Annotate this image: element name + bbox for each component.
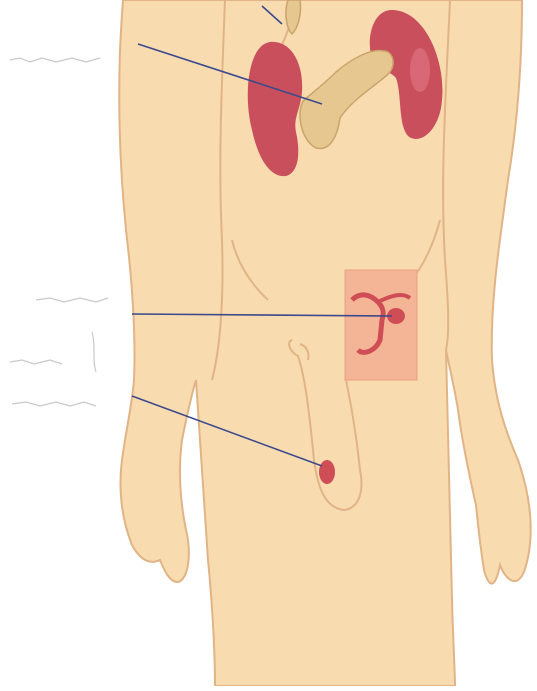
faint-label-mark-pancreas — [10, 58, 100, 62]
testis-icon — [319, 460, 335, 484]
faint-label-mark-testis — [12, 402, 96, 406]
right-kidney-highlight — [410, 48, 430, 92]
faint-bracket-mark — [92, 332, 96, 372]
faint-label-mark-side — [10, 360, 62, 364]
faint-label-mark-ovary — [36, 298, 108, 302]
